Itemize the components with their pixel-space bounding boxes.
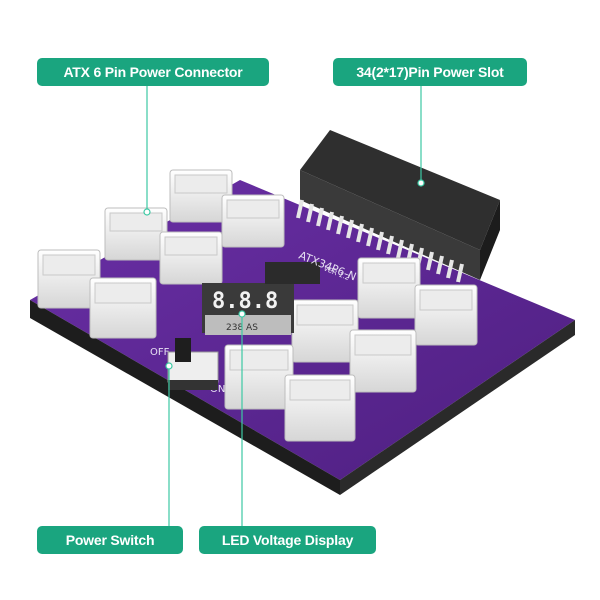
callout-led-voltage-display: LED Voltage Display [199,526,376,554]
connector [104,207,168,261]
chip [265,262,320,284]
connector [224,344,294,410]
leader-lines [143,86,425,526]
connector [284,374,356,442]
power-slot [296,130,500,283]
connector [89,277,157,339]
callout-atx-6pin-connector: ATX 6 Pin Power Connector [37,58,269,86]
connector [349,329,417,393]
led-digits: 8.8.8 [212,289,278,314]
callout-power-switch: Power Switch [37,526,183,554]
connector [169,169,233,223]
connector [221,194,285,248]
power-switch [167,338,219,390]
connector [414,284,478,346]
connector [357,257,421,319]
led-voltage-display: 8.8.8 238 AS [202,283,294,335]
connector [291,299,359,363]
connector [159,231,223,285]
callout-34pin-power-slot: 34(2*17)Pin Power Slot [333,58,527,86]
connector [37,249,101,309]
switch-off-label: OFF [150,347,170,358]
